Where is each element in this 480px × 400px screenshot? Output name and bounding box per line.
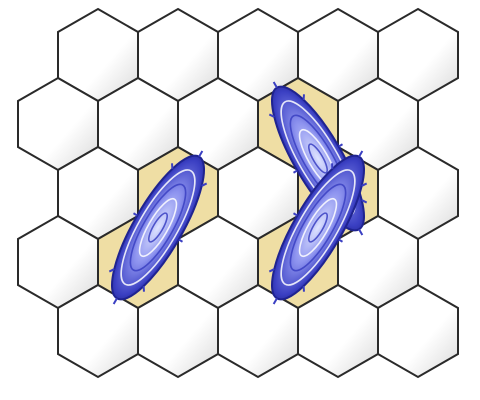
portal-spark — [132, 212, 138, 217]
portal-spark — [338, 143, 344, 148]
portal-spark — [268, 268, 275, 273]
swirl-portal-icon[interactable] — [249, 137, 387, 318]
portal-swirl-ring — [298, 197, 338, 258]
portal-spark — [361, 182, 368, 187]
portal-swirl-ring — [307, 212, 329, 243]
portal-swirl-ring — [138, 197, 178, 258]
portal-spark — [292, 169, 298, 174]
portal-spark — [108, 268, 115, 273]
portal-spark — [358, 150, 364, 158]
hex-cell[interactable] — [377, 283, 459, 379]
portal-spark — [292, 212, 298, 217]
portal-spark — [272, 81, 278, 89]
portal-swirl-ring — [280, 169, 356, 286]
portal-pieces — [89, 81, 387, 318]
portal-swirl-ring — [129, 183, 187, 272]
portal-swirl-ring — [120, 169, 196, 286]
portal-spark — [201, 182, 208, 187]
portal-spark — [358, 228, 364, 236]
portal-spark — [142, 286, 145, 292]
portal-spark — [198, 150, 204, 158]
portal-spark — [178, 238, 184, 243]
hex-cells — [17, 7, 459, 379]
portal-spark — [302, 94, 305, 100]
portal-spark — [361, 199, 368, 204]
portal-spark — [338, 238, 344, 243]
portal-spark — [268, 113, 275, 118]
portal-spark — [171, 163, 174, 169]
portal-spark — [112, 297, 118, 305]
portal-spark — [302, 286, 305, 292]
portal-swirl-ring — [289, 183, 347, 272]
portal-swirl-ring — [147, 212, 169, 243]
swirl-portal-icon[interactable] — [89, 137, 227, 318]
portal-swirl-ring — [307, 143, 329, 174]
portal-spark — [331, 163, 334, 169]
portal-spark — [272, 297, 278, 305]
